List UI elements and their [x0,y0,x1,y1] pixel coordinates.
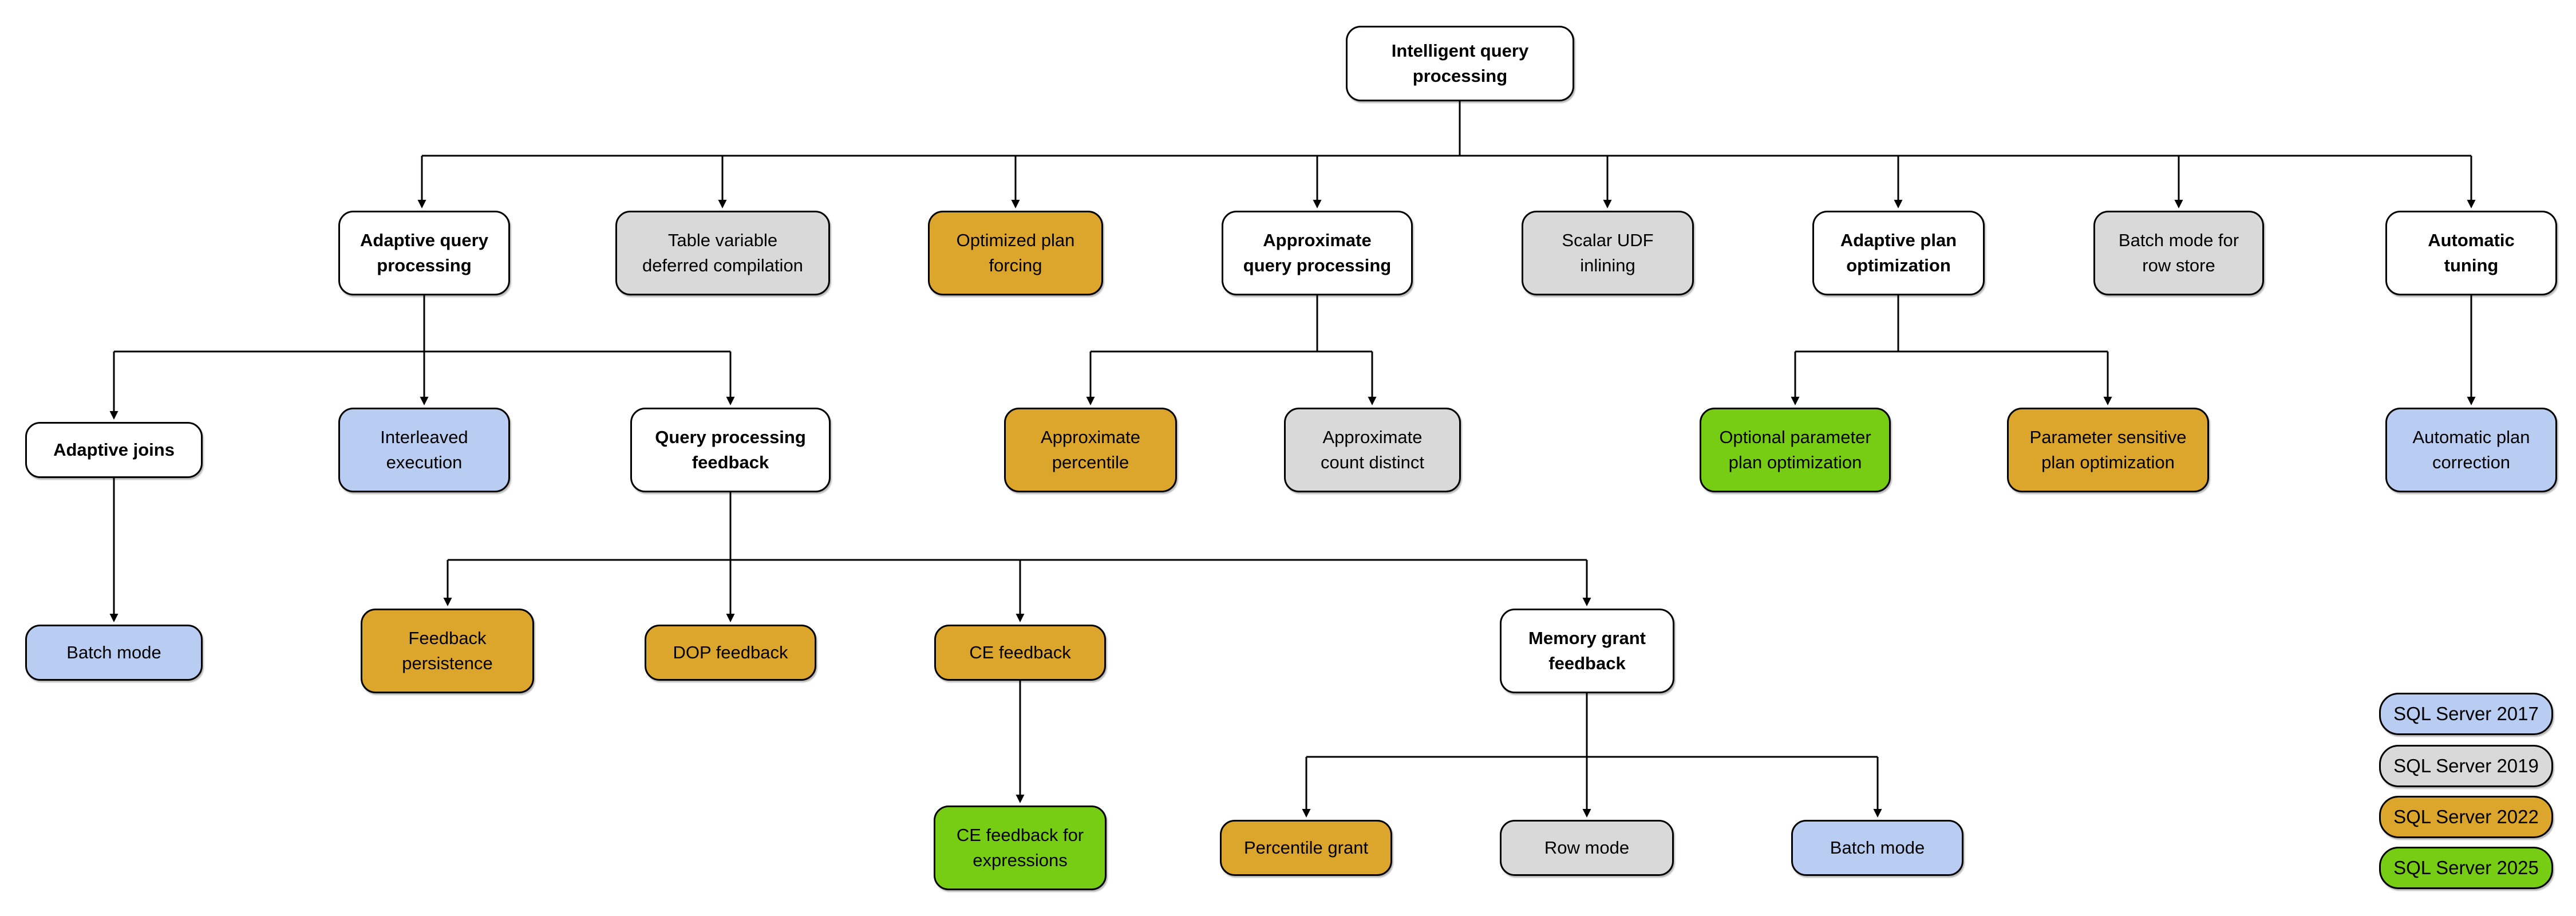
node-batch-mode-for-row-store: Batch mode for row store [2093,211,2264,295]
legend-item-sql-server-2022: SQL Server 2022 [2379,796,2553,838]
node-approximate-count-distinct: Approximate count distinct [1284,408,1461,492]
node-interleaved-execution: Interleaved execution [338,408,510,492]
node-percentile-grant: Percentile grant [1220,820,1392,876]
node-approximate-query-processing: Approximate query processing [1222,211,1413,295]
node-dop-feedback: DOP feedback [645,625,816,681]
node-adaptive-joins: Adaptive joins [25,422,203,478]
node-batch-mode-memory-grant: Batch mode [1791,820,1963,876]
node-optimized-plan-forcing: Optimized plan forcing [928,211,1103,295]
node-automatic-plan-correction: Automatic plan correction [2385,408,2557,492]
legend-item-sql-server-2017: SQL Server 2017 [2379,693,2553,735]
node-memory-grant-feedback: Memory grant feedback [1500,609,1674,693]
node-feedback-persistence: Feedback persistence [361,609,534,693]
legend-item-sql-server-2025: SQL Server 2025 [2379,847,2553,889]
legend-item-sql-server-2019: SQL Server 2019 [2379,745,2553,787]
node-adaptive-query-processing: Adaptive query processing [338,211,510,295]
node-ce-feedback-for-expressions: CE feedback for expressions [934,806,1107,890]
node-approximate-percentile: Approximate percentile [1004,408,1177,492]
node-automatic-tuning: Automatic tuning [2385,211,2557,295]
node-intelligent-query-processing: Intelligent query processing [1346,26,1574,101]
node-batch-mode-adaptive-joins: Batch mode [25,625,203,681]
node-row-mode: Row mode [1500,820,1674,876]
node-optional-parameter-plan-optimization: Optional parameter plan optimization [1700,408,1891,492]
node-ce-feedback: CE feedback [934,625,1106,681]
node-parameter-sensitive-plan-optimization: Parameter sensitive plan optimization [2007,408,2209,492]
node-adaptive-plan-optimization: Adaptive plan optimization [1812,211,1985,295]
node-scalar-udf-inlining: Scalar UDF inlining [1522,211,1694,295]
node-table-variable-deferred-compilation: Table variable deferred compilation [615,211,830,295]
node-query-processing-feedback: Query processing feedback [630,408,831,492]
